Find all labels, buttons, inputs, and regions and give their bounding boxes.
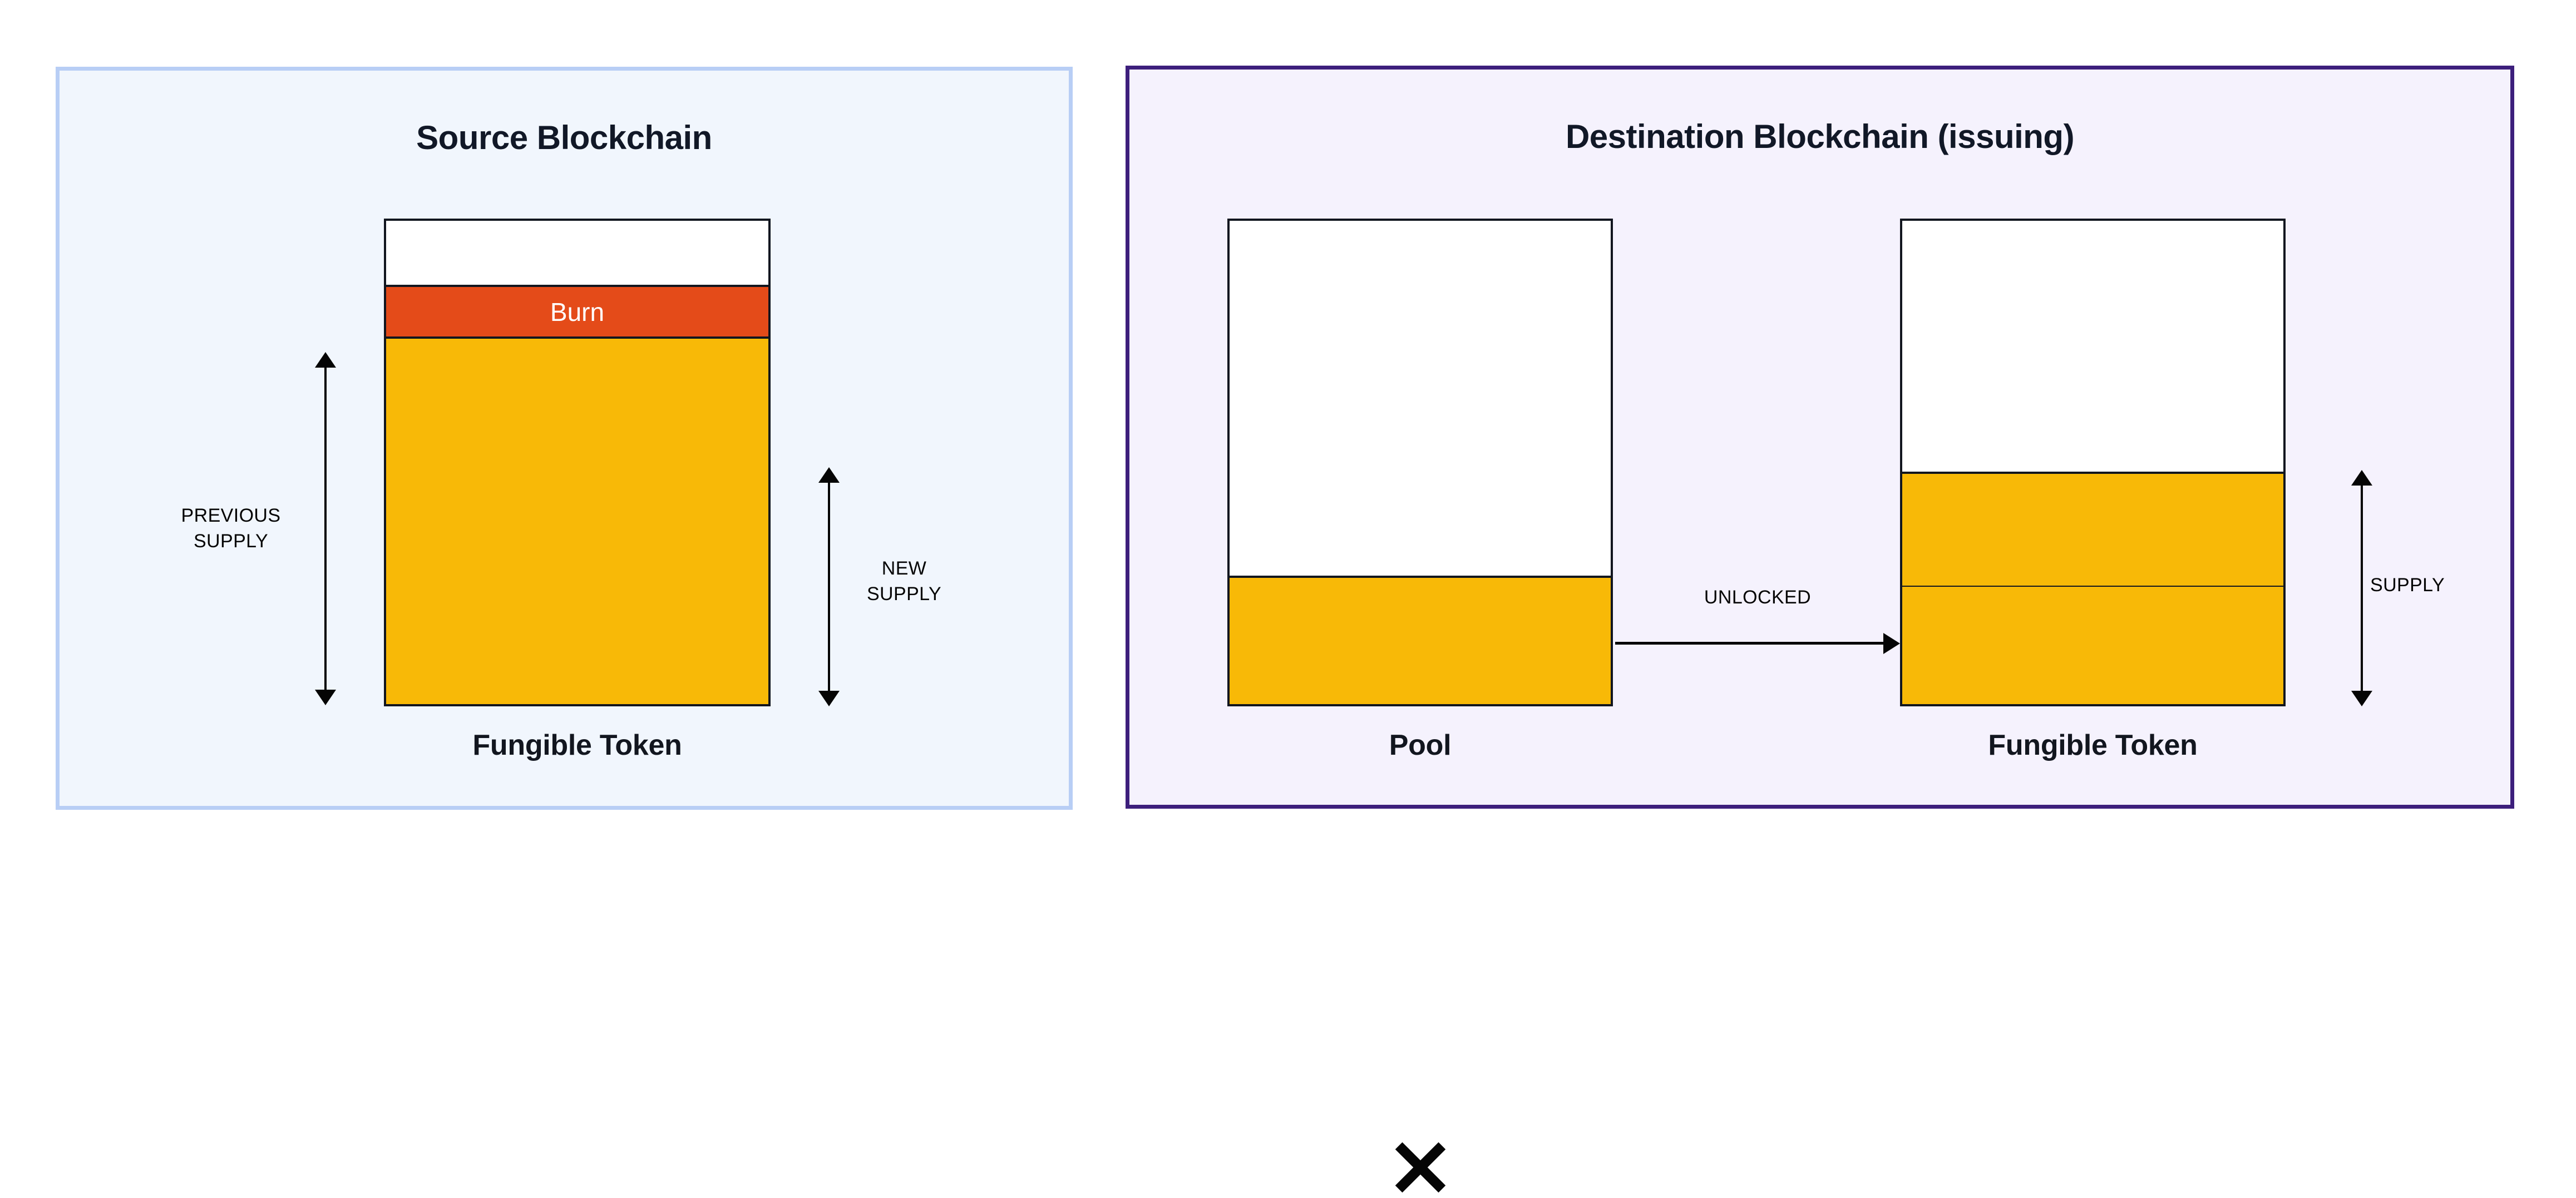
panel-destination-title: Destination Blockchain (issuing) bbox=[1565, 118, 2075, 155]
measure-previous-supply bbox=[309, 352, 342, 705]
arrow-head-up-icon bbox=[818, 467, 840, 483]
caption-source-fungible-token: Fungible Token bbox=[472, 729, 682, 761]
segment-newly-issued bbox=[1902, 472, 2283, 587]
label-new-supply: NEW SUPPLY bbox=[835, 556, 974, 607]
measure-supply bbox=[2345, 470, 2378, 706]
label-unlocked: UNLOCKED bbox=[1704, 587, 1812, 608]
arrow-shaft bbox=[2361, 484, 2363, 692]
panel-source-title: Source Blockchain bbox=[416, 119, 712, 156]
measure-new-supply bbox=[812, 467, 846, 706]
x-mark-icon bbox=[1390, 1137, 1451, 1198]
label-previous-supply: PREVIOUS SUPPLY bbox=[161, 503, 300, 555]
caption-pool: Pool bbox=[1389, 729, 1452, 761]
arrow-head-right-icon bbox=[1883, 632, 1900, 654]
segment-burn: Burn bbox=[386, 285, 768, 339]
bar-source-fungible-token: Burn bbox=[384, 219, 771, 706]
label-supply: SUPPLY bbox=[2370, 573, 2509, 598]
arrow-head-down-icon bbox=[818, 691, 840, 706]
arrow-head-up-icon bbox=[315, 352, 336, 368]
arrow-shaft bbox=[1615, 642, 1886, 645]
arrow-head-down-icon bbox=[315, 690, 336, 705]
bar-destination-fungible-token bbox=[1900, 219, 2286, 706]
segment-burn-label: Burn bbox=[550, 297, 605, 326]
arrow-shaft bbox=[324, 367, 327, 691]
bar-pool bbox=[1227, 219, 1613, 1193]
arrow-shaft bbox=[828, 482, 830, 692]
label-previous-supply-line1: PREVIOUS bbox=[181, 505, 281, 526]
label-new-supply-line1: NEW bbox=[881, 558, 927, 579]
arrow-unlocked-flow-icon bbox=[1615, 632, 1900, 654]
segment-existing-supply bbox=[1902, 587, 2283, 704]
label-previous-supply-line2: SUPPLY bbox=[193, 530, 269, 552]
arrow-head-up-icon bbox=[2351, 470, 2372, 486]
label-new-supply-line2: SUPPLY bbox=[866, 583, 942, 605]
segment-pool-locked bbox=[1230, 576, 1611, 1193]
label-supply-line1: SUPPLY bbox=[2370, 575, 2445, 596]
caption-destination-fungible-token: Fungible Token bbox=[1988, 729, 2198, 761]
segment-remaining-supply bbox=[386, 339, 768, 704]
arrow-head-down-icon bbox=[2351, 691, 2372, 706]
